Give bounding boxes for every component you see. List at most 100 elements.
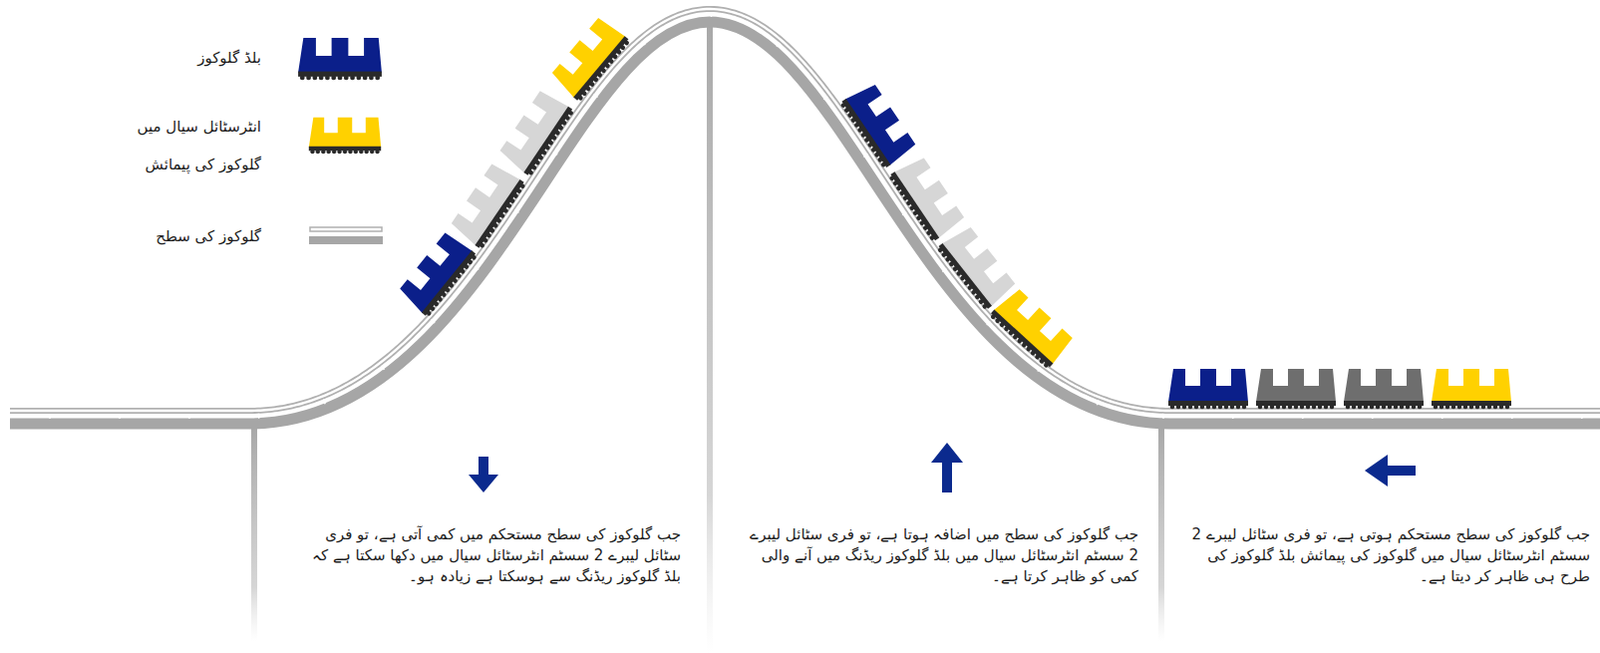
car-body [298,37,382,73]
track-tie [258,413,261,419]
car-wheel [342,149,347,154]
car-wheel [966,284,973,291]
car-base [841,98,891,168]
car-body [309,117,381,148]
track-tie [823,96,828,100]
car-wheel [1351,404,1357,410]
trains [396,15,1512,410]
track-tie [474,266,479,270]
car-wheel [1024,345,1031,352]
car-wheel [478,242,485,249]
car-wheel [1287,404,1293,410]
car-wheel [436,296,443,303]
car-wheel [1242,404,1248,410]
legend-swatch [307,115,383,154]
car-wheel [1230,404,1236,410]
train-car [888,153,966,243]
car-wheel [364,149,369,154]
car-wheel [1363,404,1369,410]
train-car [497,88,576,178]
car-wheel [593,76,600,83]
track-tie [710,11,713,17]
car-wheel [863,136,870,143]
car-wheel [362,74,368,80]
car-wheel [544,144,551,151]
track-tie [322,399,325,405]
car-wheel [1176,404,1182,410]
track-rail [310,227,382,232]
car-wheel [316,149,320,154]
car-wheel [374,149,379,154]
car-wheel [952,265,959,272]
car-wheel [899,190,906,197]
car-wheel [1011,333,1018,340]
car-wheel [306,74,312,80]
car-wheel [1381,404,1387,410]
car-wheel [581,89,588,96]
car-wheel [925,229,932,236]
car-wheel [534,159,541,166]
car-wheel [505,202,512,209]
track-tie [1581,413,1584,419]
car-wheel [937,247,944,254]
car-wheel [880,161,887,168]
car-wheel [1445,404,1451,410]
car-wheel [432,301,439,308]
annotation-text: جب گلوکوز کی سطح میں اضافہ ہوتا ہے، تو ف… [749,524,1139,588]
train-car [936,223,1017,312]
car-wheel [600,66,607,73]
car-wheel [1375,404,1381,410]
car-wheel [870,146,877,153]
car-wheel [1258,404,1264,410]
car-wheel [312,74,318,80]
track-tie [514,210,519,214]
car-wheel [1505,404,1511,410]
legend-swatch [295,35,385,80]
car-wheel [1305,404,1311,410]
track-tie [942,269,947,273]
car-wheel [459,268,466,275]
car-wheel [1487,404,1493,410]
car-wheel [1038,357,1045,364]
car-wheel [1218,404,1224,410]
annotation-text: جب گلوکوز کی سطح مستحکم ہوتی ہے، تو فری … [1181,524,1591,588]
car-wheel [1206,404,1212,410]
car-wheel [589,80,596,87]
track-tie [1096,400,1099,406]
annotation-text: جب گلوکوز کی سطح مستحکم میں کمی آتی ہے، … [302,524,681,588]
car-wheel [922,224,929,231]
track-tie [594,94,599,98]
car-wheel [941,251,948,258]
track-tie [986,321,991,325]
car-wheel [977,298,984,305]
car-wheel [981,303,988,310]
car-wheel [343,74,349,80]
track-tie [553,151,558,155]
track-rail-core [9,8,1600,411]
car-wheel [929,234,936,241]
car-wheel [608,57,615,64]
car-wheel [948,261,955,268]
car-wheel [596,71,603,78]
car-wheel [1299,404,1305,410]
legend-swatch [309,225,383,246]
left-arrow [1364,454,1416,487]
car-wheel [1170,404,1176,410]
car-wheel [973,294,980,301]
car-base [421,250,476,316]
car-wheel [568,109,575,116]
car-wheel [1029,349,1036,356]
car-wheel [1411,404,1417,410]
car-wheel [1369,404,1375,410]
car-wheel [499,212,506,219]
car-wheel [369,149,374,154]
track-rail [9,8,1600,411]
car-wheel [482,237,489,244]
support-pillar [706,21,713,653]
car-wheel [612,53,619,60]
track-tie [863,154,868,158]
track-tie [1037,366,1041,371]
train-car [1343,368,1424,409]
car-wheel [541,149,548,156]
